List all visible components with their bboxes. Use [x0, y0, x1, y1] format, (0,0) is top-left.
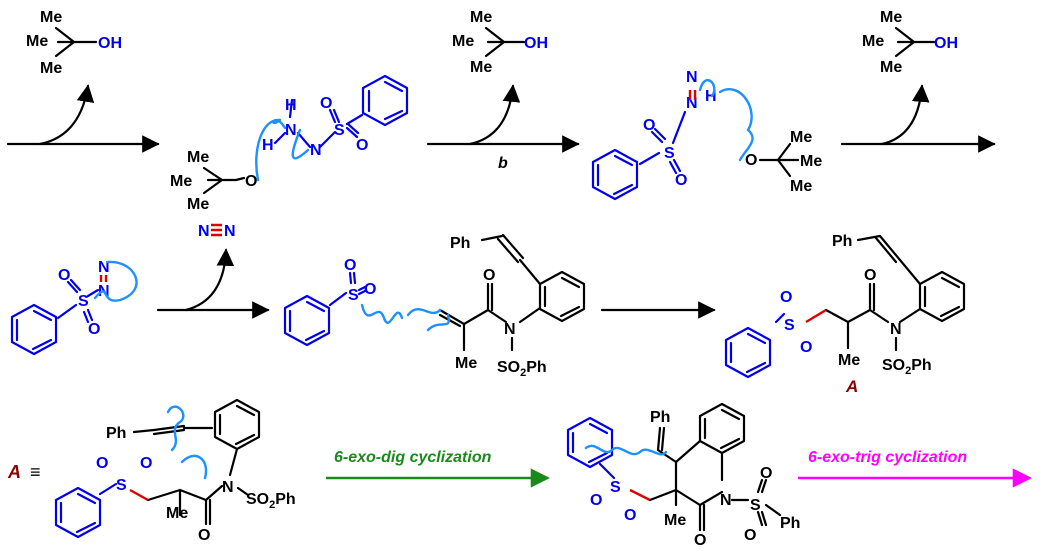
methyl-label: Me [455, 355, 477, 372]
methyl-label: Me [40, 9, 62, 26]
hydrogen-label: H [705, 88, 717, 105]
hydroxyl-label: OH [524, 35, 548, 52]
sulfur-label: S [348, 287, 359, 304]
methyl-label: Me [880, 59, 902, 76]
sulfonyl-hydrazide-complex: Me Me Me O H N H N S O O [170, 74, 409, 213]
oxygen-label: O [320, 95, 332, 112]
oxygen-label: O [800, 339, 812, 356]
equivalence-symbol: ≡ [30, 462, 41, 482]
methyl-label: Me [187, 196, 209, 213]
oxygen-label: O [88, 321, 100, 338]
step-label-b: b [498, 155, 508, 172]
tert-butanol-1: Me Me Me OH [26, 9, 122, 77]
nitrogen-label: N [310, 142, 322, 159]
methyl-label: Me [862, 33, 884, 50]
oxygen-label: O [624, 507, 636, 524]
methyl-label: Me [166, 505, 188, 522]
vinyl-radical-intermediate: Ph N O Me S O O Ph S O O [566, 402, 800, 549]
sulfur-label: S [610, 479, 621, 496]
oxygen-label: O [675, 172, 687, 189]
oxygen-label: O [356, 137, 368, 154]
intermediate-A: Ph N O Me SO2Ph S O O A [724, 233, 966, 396]
phenyl-label: Ph [780, 515, 800, 532]
methyl-label: Me [470, 59, 492, 76]
oxygen-label: O [483, 267, 495, 284]
nitrogen-label: N [686, 69, 698, 86]
nitrogen-label: N [222, 479, 234, 496]
oxygen-label: O [744, 527, 756, 544]
hydrogen-label: H [262, 137, 274, 154]
sulfonyl-diazenyl-radical: N N S O O [10, 259, 138, 356]
phenyl-label: Ph [106, 425, 126, 442]
oxygen-label: O [344, 257, 356, 274]
nitrogen-label: N [890, 321, 902, 338]
methyl-label: Me [664, 512, 686, 529]
oxygen-label: O [364, 281, 376, 298]
oxygen-label: O [864, 267, 876, 284]
sulfonyl-phenyl-label: SO2Ph [497, 359, 547, 379]
tert-butanol-3: Me Me Me OH [862, 9, 958, 76]
nitrogen-label: N [686, 95, 698, 112]
oxygen-label: O [745, 152, 757, 169]
nitrogen-label: N [720, 492, 732, 509]
label-A-row3: A [7, 462, 21, 482]
methyl-label: Me [452, 33, 474, 50]
oxygen-label: O [198, 527, 210, 544]
methyl-label: Me [470, 9, 492, 26]
sulfur-label: S [334, 122, 345, 139]
oxygen-label: O [643, 117, 655, 134]
sulfonyl-radical-addition: O O S Me O N SO2Ph Ph [283, 233, 586, 379]
sulfur-label: S [784, 317, 795, 334]
oxygen-label: O [780, 289, 792, 306]
nitrogen-label: N [285, 122, 297, 139]
sulfonyl-diazene-complex: N N H S O O O Me Me Me [591, 69, 822, 201]
oxygen-label: O [58, 267, 70, 284]
oxygen-label: O [590, 492, 602, 509]
oxygen-label: O [694, 532, 706, 549]
methyl-label: Me [880, 9, 902, 26]
methyl-label: Me [790, 129, 812, 146]
sulfonyl-phenyl-label: SO2Ph [882, 357, 932, 377]
phenyl-label: Ph [832, 233, 852, 250]
oxygen-label: O [760, 465, 772, 482]
tert-butanol-2: Me Me Me OH [452, 9, 548, 76]
intermediate-A-conformer: Ph N O Me SO2Ph S O O [54, 398, 296, 544]
nitrogen-label: N [504, 321, 516, 338]
label-A: A [845, 377, 858, 396]
dinitrogen-byproduct: N N [198, 223, 236, 240]
nitrogen-label: N [198, 223, 210, 240]
oxygen-label: O [96, 455, 108, 472]
byproduct-arrow-2 [468, 84, 521, 146]
methyl-label: Me [40, 60, 62, 77]
nitrogen-label: N [224, 223, 236, 240]
phenyl-label: Ph [650, 409, 670, 426]
methyl-label: Me [187, 149, 209, 166]
sulfur-label: S [78, 293, 89, 310]
sulfonyl-phenyl-label: SO2Ph [246, 491, 296, 511]
hydroxyl-label: OH [98, 35, 122, 52]
sulfur-label: S [116, 477, 127, 494]
methyl-label: Me [790, 178, 812, 195]
sulfur-label: S [664, 145, 675, 162]
oxygen-label: O [140, 455, 152, 472]
hydroxyl-label: OH [934, 35, 958, 52]
methyl-label: Me [838, 352, 860, 369]
nitrogen-label: N [98, 259, 110, 276]
methyl-label: Me [26, 33, 48, 50]
phenyl-label: Ph [450, 235, 470, 252]
oxygen-label: O [245, 173, 257, 190]
byproduct-arrow-3 [880, 84, 930, 146]
exo-dig-label: 6-exo-dig cyclization [334, 449, 492, 466]
methyl-label: Me [800, 153, 822, 170]
byproduct-arrow-1 [38, 84, 95, 146]
byproduct-arrow-4 [184, 248, 235, 312]
sulfur-label: S [750, 497, 761, 514]
exo-trig-label: 6-exo-trig cyclization [808, 449, 967, 466]
methyl-label: Me [170, 173, 192, 190]
